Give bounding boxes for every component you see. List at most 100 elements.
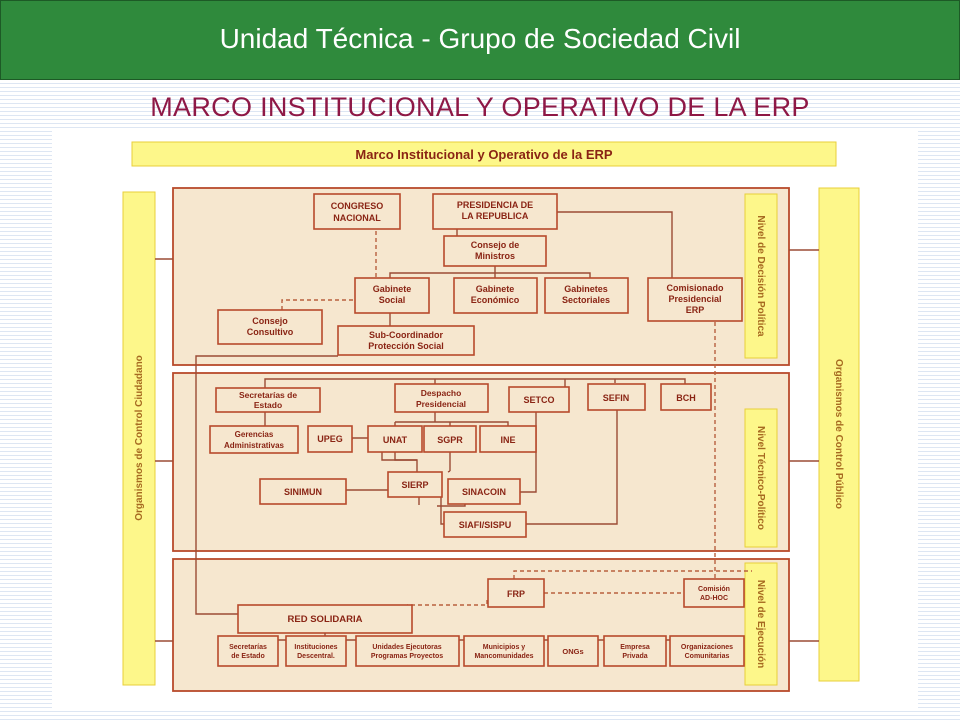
node-ongs-line1: ONGs [562, 647, 583, 656]
right-column-label: Organismos de Control Público [833, 359, 844, 509]
node-comisionado-line3: ERP [686, 305, 705, 315]
node-comision-line1: Comisión [698, 586, 730, 593]
node-municipios-line1: Municipios y [483, 644, 526, 651]
node-red-solidaria: RED SOLIDARIA [237, 604, 413, 634]
node-frp-line1: FRP [507, 589, 525, 599]
level-label-ejecucion: Nivel de Ejecución [755, 580, 766, 668]
node-setco: SETCO [508, 386, 570, 413]
node-unidades-line1: Unidades Ejecutoras [372, 644, 441, 651]
level-tab-ejecucion [744, 562, 778, 686]
node-sefin-line1: SEFIN [603, 393, 630, 403]
node-sinimun-line1: SINIMUN [284, 487, 322, 497]
node-consejo-consultivo: Consejo Consultivo [217, 309, 323, 345]
node-gerencias-line1: Gerencias [235, 430, 274, 439]
node-instituciones-line2: Descentral. [297, 653, 335, 660]
node-gabinetes-sectoriales-line2: Sectoriales [562, 295, 610, 305]
node-unat-line1: UNAT [383, 435, 408, 445]
node-gabinete-social: Gabinete Social [354, 277, 430, 314]
node-municipios: Municipios y Mancomunidades [463, 635, 545, 667]
node-upeg: UPEG [307, 425, 353, 453]
level-label-decision: Nivel de Decisión Política [755, 215, 766, 337]
node-secretarias-estado-line1: Secretarías de [239, 390, 297, 400]
node-consejo-consultivo-line1: Consejo [252, 316, 288, 326]
node-sinimun: SINIMUN [259, 478, 347, 505]
node-presidencia: PRESIDENCIA DE LA REPUBLICA [432, 193, 558, 230]
level-label-tecnico: Nivel Técnico-Político [755, 426, 766, 530]
node-setco-line1: SETCO [523, 395, 554, 405]
diagram-panel: Marco Institucional y Operativo de la ER… [52, 130, 918, 708]
node-congreso: CONGRESO NACIONAL [313, 193, 401, 230]
node-unidades: Unidades Ejecutoras Programas Proyectos [355, 635, 460, 667]
node-gabinete-economico-line1: Gabinete [476, 284, 515, 294]
node-gabinete-social-line1: Gabinete [373, 284, 412, 294]
node-organizaciones: Organizaciones Comunitarias [669, 635, 745, 667]
node-gerencias-line2: Administrativas [224, 441, 285, 450]
node-comision-line2: AD-HOC [700, 595, 728, 602]
node-sec-estado-2-line1: Secretarías [229, 644, 267, 651]
node-consejo-ministros: Consejo de Ministros [443, 235, 547, 267]
node-consejo-consultivo-line2: Consultivo [247, 327, 294, 337]
node-empresa-line1: Empresa [620, 644, 650, 651]
node-organizaciones-line1: Organizaciones [681, 644, 733, 651]
node-despacho-line2: Presidencial [416, 399, 466, 409]
header-title: Unidad Técnica - Grupo de Sociedad Civil [219, 23, 741, 54]
node-sgpr-line1: SGPR [437, 435, 463, 445]
level-tab-decision [744, 193, 778, 359]
node-instituciones-line1: Instituciones [294, 644, 337, 651]
node-instituciones: Instituciones Descentral. [285, 635, 347, 667]
node-comisionado-line2: Presidencial [668, 294, 721, 304]
node-frp: FRP [487, 578, 545, 608]
node-bch: BCH [660, 383, 712, 411]
diagram-title: Marco Institucional y Operativo de la ER… [355, 147, 613, 162]
node-secretarias-estado: Secretarías de Estado [215, 387, 321, 413]
node-ine: INE [479, 425, 537, 453]
node-comision: Comisión AD-HOC [683, 578, 745, 608]
header-bar: Unidad Técnica - Grupo de Sociedad Civil [0, 0, 960, 80]
node-siafi: SIAFI/SISPU [443, 511, 527, 538]
node-municipios-line2: Mancomunidades [474, 653, 533, 660]
node-organizaciones-line2: Comunitarias [685, 653, 730, 660]
slide-subtitle: MARCO INSTITUCIONAL Y OPERATIVO DE LA ER… [150, 92, 810, 122]
node-congreso-line1: CONGRESO [331, 201, 384, 211]
node-empresa: Empresa Privada [603, 635, 667, 667]
node-gabinete-social-line2: Social [379, 295, 406, 305]
node-gerencias: Gerencias Administrativas [209, 425, 299, 454]
node-comisionado-line1: Comisionado [666, 283, 724, 293]
node-despacho-line1: Despacho [421, 388, 462, 398]
node-gabinetes-sectoriales: Gabinetes Sectoriales [544, 277, 629, 314]
node-presidencia-line2: LA REPUBLICA [462, 211, 529, 221]
node-consejo-ministros-line1: Consejo de [471, 240, 520, 250]
left-column-label: Organismos de Control Ciudadano [134, 355, 145, 521]
node-sinacoin: SINACOIN [447, 478, 521, 505]
node-gabinete-economico: Gabinete Económico [453, 277, 538, 314]
node-bch-line1: BCH [676, 393, 696, 403]
node-gabinete-economico-line2: Económico [471, 295, 520, 305]
node-sefin: SEFIN [587, 383, 646, 411]
node-sierp: SIERP [387, 471, 443, 498]
node-presidencia-line1: PRESIDENCIA DE [457, 200, 533, 210]
node-siafi-line1: SIAFI/SISPU [459, 520, 512, 530]
node-subcoordinador-line1: Sub-Coordinador [369, 330, 443, 340]
node-congreso-line2: NACIONAL [333, 213, 381, 223]
org-diagram: Marco Institucional y Operativo de la ER… [122, 141, 860, 692]
diagram-title-banner [131, 141, 837, 167]
node-ongs: ONGs [547, 635, 599, 667]
node-upeg-line1: UPEG [317, 434, 343, 444]
node-despacho: Despacho Presidencial [394, 383, 489, 413]
node-sinacoin-line1: SINACOIN [462, 487, 506, 497]
left-column [122, 191, 156, 686]
node-unidades-line2: Programas Proyectos [371, 653, 443, 660]
node-subcoordinador-line2: Protección Social [368, 341, 444, 351]
node-sgpr: SGPR [423, 425, 477, 453]
node-sec-estado-2-line2: de Estado [231, 653, 264, 660]
node-secretarias-estado-line2: Estado [254, 400, 282, 410]
node-empresa-line2: Privada [622, 653, 647, 660]
node-red-solidaria-line1: RED SOLIDARIA [288, 614, 363, 625]
node-comisionado: Comisionado Presidencial ERP [647, 277, 743, 322]
level-tab-tecnico [744, 408, 778, 548]
node-sec-estado-2: Secretarías de Estado [217, 635, 279, 667]
node-consejo-ministros-line2: Ministros [475, 251, 515, 261]
right-column [818, 187, 860, 682]
node-ine-line1: INE [500, 435, 515, 445]
node-gabinetes-sectoriales-line1: Gabinetes [564, 284, 608, 294]
